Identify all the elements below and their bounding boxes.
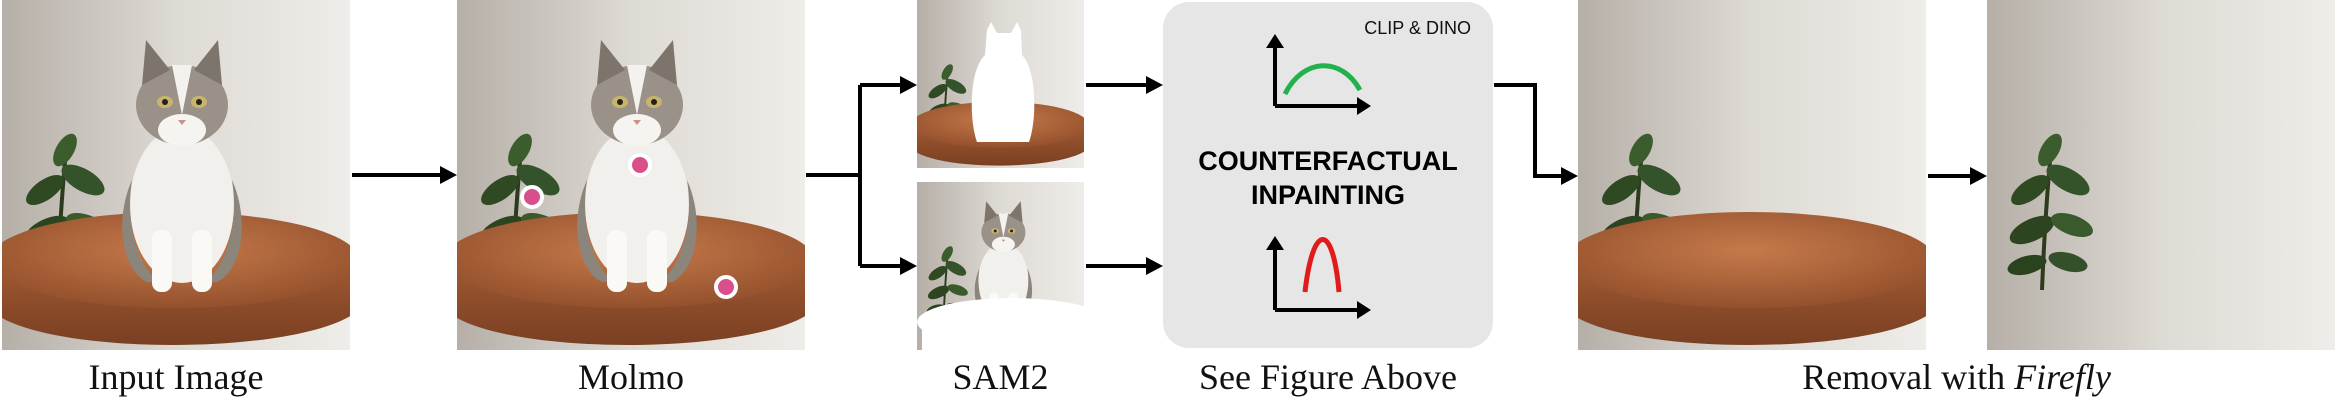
- counterfactual-inpainting-box: CLIP & DINO COUNTERFACTUAL INPAINTING: [1163, 2, 1493, 348]
- arrow-head-to-molmo: [440, 166, 457, 184]
- narrow-distribution-curve: [1302, 237, 1342, 293]
- arrow-head-to-box-top: [1146, 76, 1163, 94]
- arrow-head-to-sam2-bottom: [900, 257, 917, 275]
- arrow-head-to-removal-second: [1970, 167, 1987, 185]
- molmo-point-plant: [520, 185, 544, 209]
- caption-see-figure: See Figure Above: [1199, 357, 1457, 397]
- top-distribution-plot: [1266, 34, 1371, 115]
- molmo-point-cat: [628, 153, 652, 177]
- caption-input-image: Input Image: [88, 357, 264, 397]
- caption-removal-tool: Firefly: [2014, 357, 2111, 397]
- removal-result-cat: [1578, 0, 1926, 350]
- molmo-image: [457, 0, 805, 350]
- arrow-head-to-box-bottom: [1146, 257, 1163, 275]
- caption-removal: Removal with Firefly: [1578, 352, 2335, 402]
- arrow-head-to-removal: [1561, 167, 1578, 185]
- broad-distribution-curve: [1282, 63, 1363, 96]
- input-image: [2, 0, 350, 350]
- caption-molmo: Molmo: [577, 357, 684, 397]
- sam2-mask-cat: [917, 0, 1084, 168]
- sam2-mask-table: [917, 182, 1084, 350]
- molmo-photo: [457, 0, 805, 350]
- removal-result-table: [1987, 0, 2335, 350]
- distribution-plots: [1266, 34, 1371, 319]
- molmo-point-table: [714, 275, 738, 299]
- bottom-distribution-plot: [1266, 236, 1371, 319]
- arrow-head-to-sam2-top: [900, 76, 917, 94]
- caption-removal-prefix: Removal with: [1802, 357, 2015, 397]
- input-image-photo: [2, 0, 350, 350]
- cat-mask-silhouette: [971, 22, 1035, 142]
- box-title: COUNTERFACTUAL INPAINTING: [1198, 146, 1458, 210]
- caption-sam2: SAM2: [952, 357, 1049, 397]
- clip-dino-tag: CLIP & DINO: [1364, 18, 1471, 38]
